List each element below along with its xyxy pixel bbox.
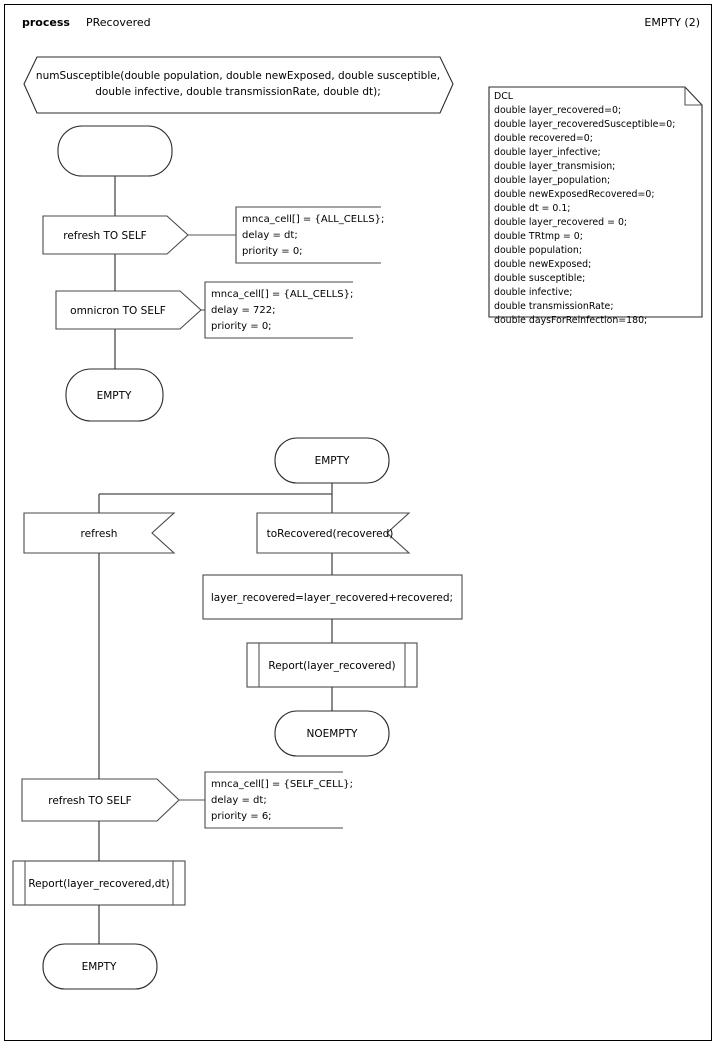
comment-omnicron-line3: priority = 0;: [211, 321, 272, 332]
comment-refresh-top-line2: delay = dt;: [242, 230, 298, 241]
comment-omnicron-line1: mnca_cell[] = {ALL_CELLS};: [211, 289, 353, 300]
dcl-line-8: double layer_recovered = 0;: [494, 217, 627, 228]
comment-omnicron-line2: delay = 722;: [211, 305, 276, 316]
dcl-line-9: double TRtmp = 0;: [494, 231, 583, 242]
task-assign-box[interactable]: [202, 574, 463, 620]
dcl-line-2: double recovered=0;: [494, 133, 593, 144]
dcl-line-0: double layer_recovered=0;: [494, 105, 621, 116]
state-empty-1-label: EMPTY: [97, 390, 132, 402]
process-name: PRecovered: [86, 16, 151, 29]
comment-box-refresh-top[interactable]: [235, 206, 381, 264]
page-label: EMPTY (2): [644, 16, 700, 29]
input-refresh-label: refresh: [81, 528, 118, 540]
comment-refresh-bottom-line2: delay = dt;: [211, 795, 267, 806]
output-refresh-to-self-bottom[interactable]: [21, 778, 180, 822]
input-refresh[interactable]: [23, 512, 176, 554]
dcl-line-15: double daysForReinfection=180;: [494, 315, 647, 326]
state-empty-3[interactable]: [42, 943, 158, 990]
dcl-line-1: double layer_recoveredSusceptible=0;: [494, 119, 675, 130]
comment-refresh-top-line1: mnca_cell[] = {ALL_CELLS};: [242, 214, 384, 225]
state-noempty[interactable]: [274, 710, 390, 757]
output-omnicron-to-self[interactable]: [55, 290, 202, 330]
dcl-line-4: double layer_transmision;: [494, 161, 615, 172]
procedure-signature-box[interactable]: [23, 56, 454, 114]
dcl-line-14: double transmissionRate;: [494, 301, 613, 312]
task-assign-label: layer_recovered=layer_recovered+recovere…: [211, 592, 453, 604]
state-empty-3-label: EMPTY: [82, 961, 117, 973]
state-empty-1[interactable]: [65, 368, 164, 422]
call-report-2-label: Report(layer_recovered,dt): [28, 878, 169, 890]
output-refresh-to-self-top[interactable]: [42, 215, 189, 255]
output-refresh-to-self-bottom-label: refresh TO SELF: [48, 795, 131, 807]
input-torecovered[interactable]: [256, 512, 411, 554]
dcl-line-12: double susceptible;: [494, 273, 585, 284]
comment-box-refresh-bottom[interactable]: [204, 771, 343, 829]
call-report-1-box[interactable]: [246, 642, 418, 688]
comment-refresh-top-line3: priority = 0;: [242, 246, 303, 257]
dcl-note-box[interactable]: [488, 86, 703, 318]
state-noempty-label: NOEMPTY: [307, 728, 359, 740]
comment-refresh-bottom-line3: priority = 6;: [211, 811, 272, 822]
output-omnicron-to-self-label: omnicron TO SELF: [70, 305, 166, 317]
procedure-signature-line2: double infective, double transmissionRat…: [95, 86, 381, 98]
dcl-line-11: double newExposed;: [494, 259, 591, 270]
comment-refresh-bottom-line1: mnca_cell[] = {SELF_CELL};: [211, 779, 353, 790]
state-empty-2-label: EMPTY: [315, 455, 350, 467]
procedure-signature-line1: numSusceptible(double population, double…: [36, 70, 440, 82]
dcl-line-13: double infective;: [494, 287, 572, 298]
dcl-title: DCL: [494, 91, 514, 102]
call-report-1-label: Report(layer_recovered): [268, 660, 395, 672]
dcl-line-10: double population;: [494, 245, 582, 256]
output-refresh-to-self-top-label: refresh TO SELF: [63, 230, 146, 242]
input-torecovered-label: toRecovered(recovered): [267, 528, 394, 540]
page-border: [4, 4, 712, 1041]
dcl-fold-corner: [684, 87, 702, 106]
dcl-line-3: double layer_infective;: [494, 147, 601, 158]
dcl-line-5: double layer_population;: [494, 175, 610, 186]
process-keyword: process: [22, 16, 70, 29]
state-start[interactable]: [57, 125, 173, 177]
dcl-line-7: double dt = 0.1;: [494, 203, 570, 214]
dcl-line-6: double newExposedRecovered=0;: [494, 189, 654, 200]
comment-box-omnicron[interactable]: [204, 281, 353, 339]
